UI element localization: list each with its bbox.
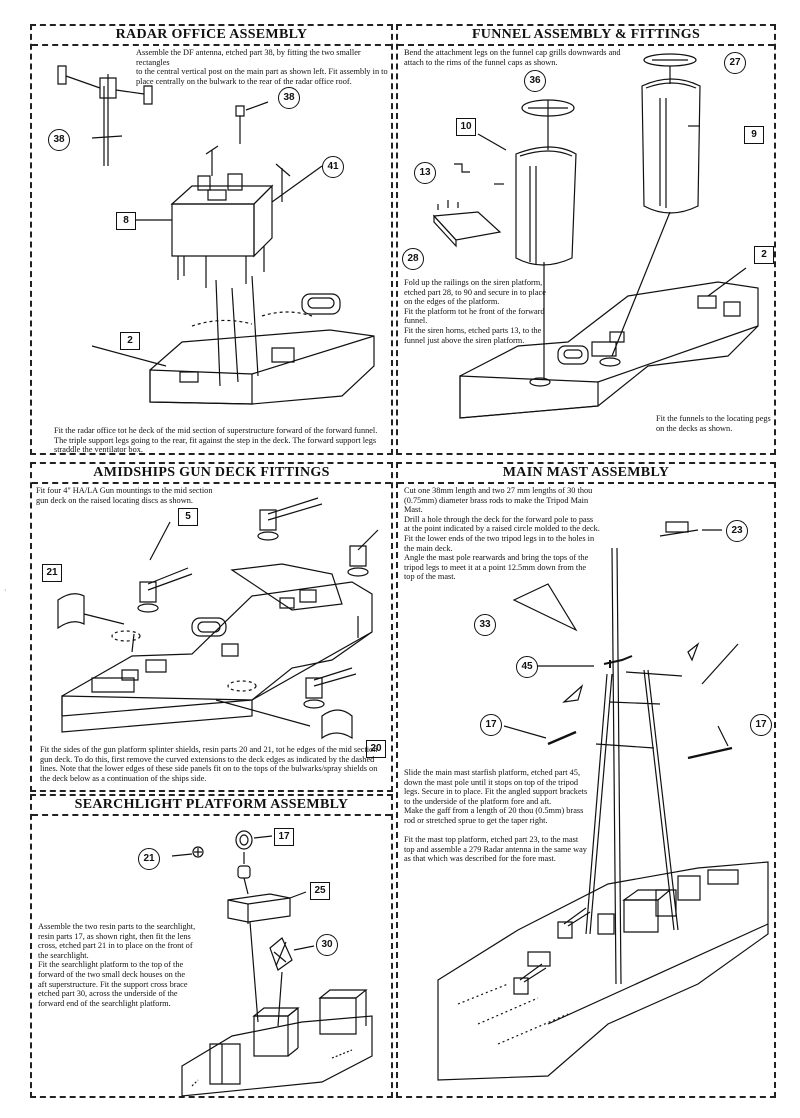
searchlight-title: SEARCHLIGHT PLATFORM ASSEMBLY [32,796,391,816]
callout-radar-38b: 38 [278,87,300,109]
main-mast-panel: MAIN MAST ASSEMBLY Cut one 38mm length a… [396,462,776,1098]
radar-office-panel: RADAR OFFICE ASSEMBLY Assemble the DF an… [30,24,393,455]
funnel-intro: Bend the attachment legs on the funnel c… [404,48,621,67]
main-mast-intro: Cut one 38mm length and two 27 mm length… [404,486,600,582]
searchlight-drawing [32,796,395,1100]
searchlight-intro: Assemble the two resin parts to the sear… [38,922,196,1008]
radar-office-intro: Assemble the DF antenna, etched part 38,… [136,48,388,86]
callout-mainmast-23: 23 [726,520,748,542]
callout-searchlight-30: 30 [316,934,338,956]
callout-mainmast-17b: 17 [750,714,772,736]
callout-amidships-20: 20 [366,740,386,758]
funnel-footer: Fit the funnels to the locating pegs on … [656,414,771,433]
callout-radar-38a: 38 [48,129,70,151]
callout-funnel-27: 27 [724,52,746,74]
callout-radar-41: 41 [322,156,344,178]
amidships-footer: Fit the sides of the gun platform splint… [40,745,378,783]
callout-radar-2: 2 [120,332,140,350]
main-mast-drawing [398,464,778,1100]
callout-funnel-9: 9 [744,126,764,144]
callout-amidships-21: 21 [42,564,62,582]
callout-mainmast-33: 33 [474,614,496,636]
callout-radar-8: 8 [116,212,136,230]
callout-mainmast-45: 45 [516,656,538,678]
radar-office-title: RADAR OFFICE ASSEMBLY [32,26,391,46]
amidships-intro: Fit four 4" HA/LA Gun mountings to the m… [36,486,213,505]
callout-funnel-13: 13 [414,162,436,184]
funnel-drawing [398,26,778,457]
amidships-drawing [32,464,395,794]
callout-searchlight-21: 21 [138,848,160,870]
callout-funnel-10: 10 [456,118,476,136]
main-mast-title: MAIN MAST ASSEMBLY [398,464,774,484]
funnel-panel: FUNNEL ASSEMBLY & FITTINGS Bend the atta… [396,24,776,455]
callout-mainmast-17a: 17 [480,714,502,736]
amidships-title: AMIDSHIPS GUN DECK FITTINGS [32,464,391,484]
radar-office-drawing [32,26,395,457]
radar-office-footer: Fit the radar office tot he deck of the … [54,426,378,455]
funnel-mid-text: Fold up the railings on the siren platfo… [404,278,546,345]
callout-funnel-2: 2 [754,246,774,264]
callout-funnel-28: 28 [402,248,424,270]
callout-amidships-5: 5 [178,508,198,526]
funnel-title: FUNNEL ASSEMBLY & FITTINGS [398,26,774,46]
callout-searchlight-25: 25 [310,882,330,900]
scan-dot: · [4,586,7,595]
callout-searchlight-17: 17 [274,828,294,846]
callout-funnel-36: 36 [524,70,546,92]
amidships-panel: AMIDSHIPS GUN DECK FITTINGS Fit four 4" … [30,462,393,792]
main-mast-mid-text: Slide the main mast starfish platform, e… [404,768,588,864]
searchlight-panel: SEARCHLIGHT PLATFORM ASSEMBLY Assemble t… [30,794,393,1098]
